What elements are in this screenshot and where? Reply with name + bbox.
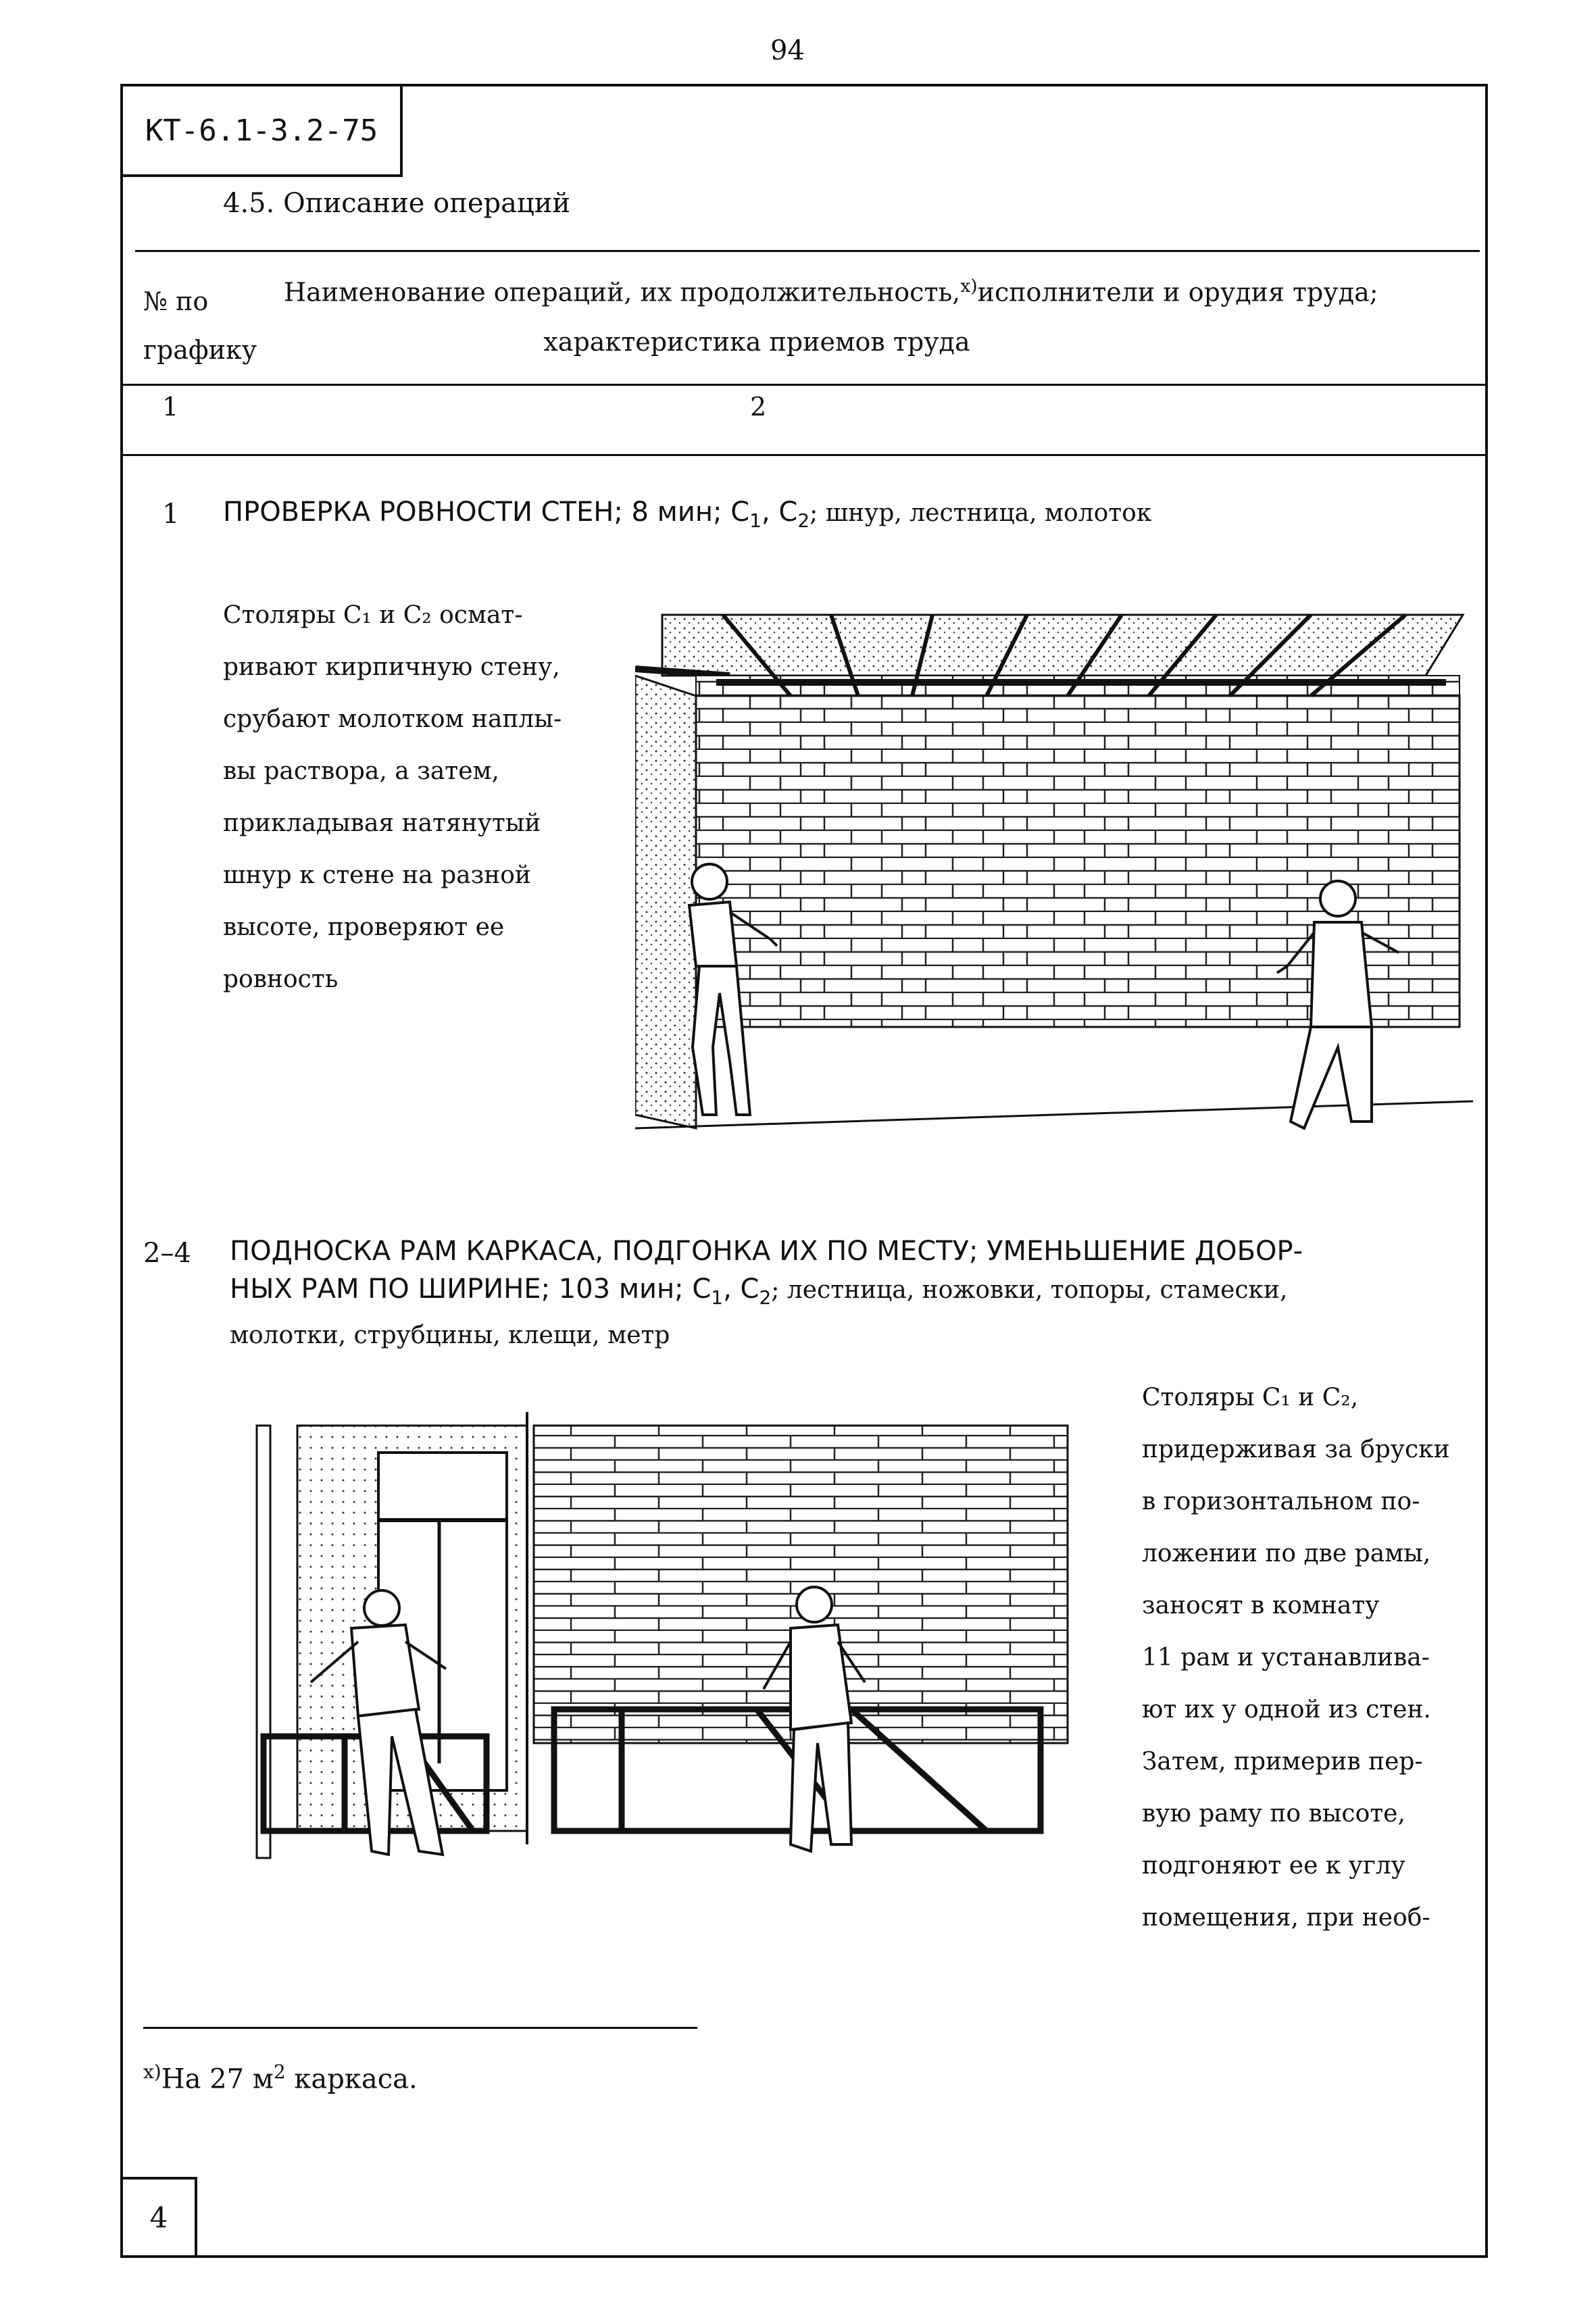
column-header-subtitle: характеристика приемов труда <box>543 327 970 357</box>
op1-desc-line: прикладывая натянутый <box>223 809 541 837</box>
op1-mid: , С <box>761 497 798 528</box>
header-rule-mid <box>120 384 1488 386</box>
column-header-number: № по графику <box>143 286 257 365</box>
footnote: х)На 27 м2 каркаса. <box>143 2061 418 2094</box>
column-number-1: 1 <box>162 392 179 422</box>
frame-carrying-illustration <box>255 1412 1069 1859</box>
op2-desc-line: ложении по две рамы, <box>1142 1540 1431 1567</box>
column-number-2: 2 <box>750 392 767 422</box>
footnote-rule <box>143 2027 697 2029</box>
section-title: 4.5. Описание операций <box>223 188 571 219</box>
page-frame <box>120 84 1488 2258</box>
operation-2-description: Столяры С₁ и С₂, придерживая за бруски в… <box>1142 1372 1480 1944</box>
op1-title-text: ПРОВЕРКА РОВНОСТИ СТЕН; 8 мин; С <box>223 497 750 528</box>
op2-desc-line: помещения, при необ- <box>1142 1904 1430 1932</box>
op2-title-line2: НЫХ РАМ ПО ШИРИНЕ; 103 мин; С <box>230 1274 712 1305</box>
op2-end: ; лестница, ножовки, топоры, стамески, <box>771 1276 1288 1304</box>
op2-desc-line: придерживая за бруски <box>1142 1436 1450 1463</box>
operation-2-title: ПОДНОСКА РАМ КАРКАСА, ПОДГОНКА ИХ ПО МЕС… <box>230 1232 1480 1355</box>
footnote-superscript: 2 <box>273 2061 286 2083</box>
operation-1-title: ПРОВЕРКА РОВНОСТИ СТЕН; 8 мин; С1, С2; ш… <box>223 493 1439 540</box>
column-header-title: Наименование операций, их продолжительно… <box>284 276 1473 307</box>
footnote-text-end: каркаса. <box>285 2063 418 2095</box>
op2-desc-line: Затем, примерив пер- <box>1142 1748 1423 1776</box>
wall-check-illustration <box>635 613 1473 1130</box>
op1-desc-line: вы раствора, а затем, <box>223 757 499 785</box>
op1-desc-line: высоте, проверяют ее <box>223 913 505 941</box>
op1-sub2: 2 <box>797 509 810 532</box>
header-footnote-mark: х) <box>960 276 978 297</box>
op1-desc-line: Столяры С₁ и С₂ осмат- <box>223 601 523 629</box>
op2-desc-line: в горизонтальном по- <box>1142 1488 1420 1515</box>
op2-sub2: 2 <box>759 1286 772 1309</box>
op2-mid: , С <box>723 1274 759 1305</box>
header-rule-bottom <box>120 454 1488 456</box>
header-rule-top <box>135 250 1480 252</box>
operation-1-number: 1 <box>162 499 180 530</box>
op2-desc-line: Столяры С₁ и С₂, <box>1142 1384 1359 1411</box>
op1-sub1: 1 <box>749 509 762 532</box>
header-line1-end: исполнители и орудия труда; <box>977 277 1378 307</box>
page-number: 94 <box>770 35 805 66</box>
operation-2-number: 2–4 <box>143 1238 191 1269</box>
footnote-text: На 27 м <box>161 2063 274 2095</box>
op1-end: ; шнур, лестница, молоток <box>809 499 1152 527</box>
op2-desc-line: 11 рам и устанавлива- <box>1142 1644 1430 1671</box>
op2-desc-line: заносят в комнату <box>1142 1592 1380 1619</box>
op1-desc-line: ривают кирпичную стену, <box>223 653 560 681</box>
op2-title-line3: молотки, струбцины, клещи, метр <box>230 1322 670 1349</box>
op2-desc-line: вую раму по высоте, <box>1142 1800 1405 1828</box>
op1-desc-line: срубают молотком наплы- <box>223 705 562 733</box>
op2-desc-line: ют их у одной из стен. <box>1142 1696 1431 1724</box>
footnote-mark: х) <box>143 2061 161 2083</box>
sheet-number: 4 <box>120 2177 197 2258</box>
op1-desc-line: ровность <box>223 965 339 993</box>
op2-desc-line: подгоняют ее к углу <box>1142 1852 1405 1880</box>
operation-1-description: Столяры С₁ и С₂ осмат- ривают кирпичную … <box>223 589 628 1005</box>
header-line1: Наименование операций, их продолжительно… <box>284 277 961 307</box>
document-code: КТ-6.1-3.2-75 <box>120 84 403 177</box>
op1-desc-line: шнур к стене на разной <box>223 861 531 889</box>
op2-title-line1: ПОДНОСКА РАМ КАРКАСА, ПОДГОНКА ИХ ПО МЕС… <box>230 1236 1303 1267</box>
op2-sub1: 1 <box>711 1286 724 1309</box>
